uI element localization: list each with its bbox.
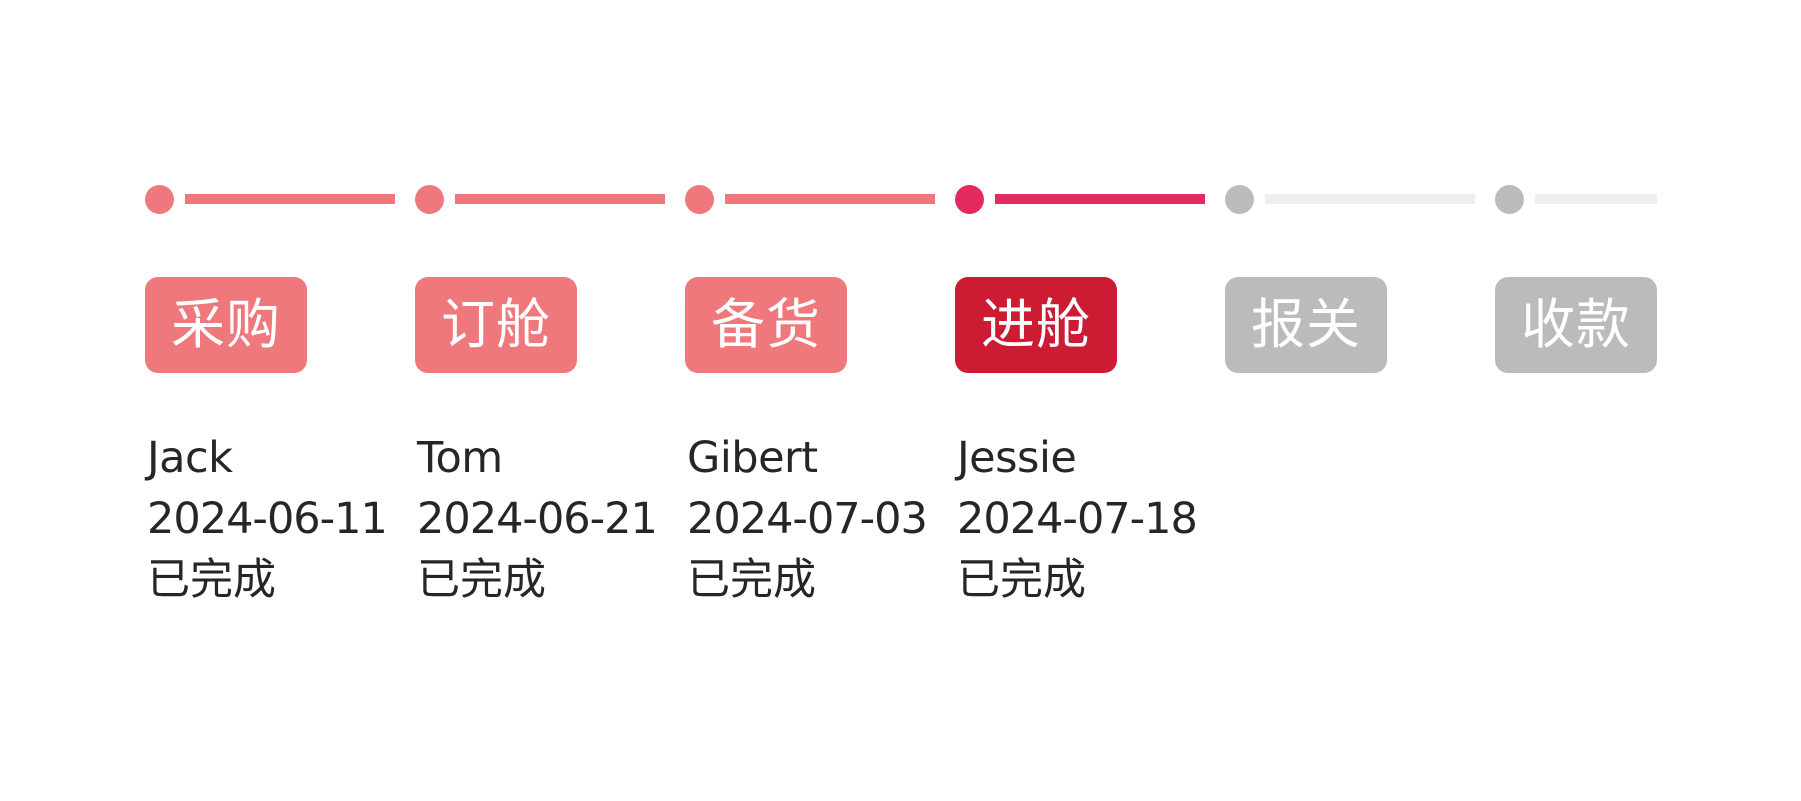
step-connector — [455, 194, 665, 204]
step-status-text: 已完成 — [957, 555, 1086, 605]
step-date: 2024-07-03 — [687, 494, 928, 544]
step-status-text: 已完成 — [417, 555, 546, 605]
step-assignee: Jessie — [957, 433, 1077, 483]
step-connector — [185, 194, 395, 204]
step-status-text: 已完成 — [147, 555, 276, 605]
step-payment: 收款 — [1495, 0, 1765, 801]
step-dot — [685, 185, 714, 214]
step-info: Jessie 2024-07-18 已完成 — [957, 428, 1198, 611]
step-assignee: Tom — [417, 433, 503, 483]
step-date: 2024-07-18 — [957, 494, 1198, 544]
step-badge-booking[interactable]: 订舱 — [415, 277, 577, 373]
step-info: Jack 2024-06-11 已完成 — [147, 428, 388, 611]
step-date: 2024-06-21 — [417, 494, 658, 544]
step-badge-warehouse-entry[interactable]: 进舱 — [955, 277, 1117, 373]
step-warehouse-entry: 进舱 Jessie 2024-07-18 已完成 — [955, 0, 1225, 801]
step-assignee: Gibert — [687, 433, 818, 483]
step-dot — [415, 185, 444, 214]
step-dot — [145, 185, 174, 214]
step-badge-customs[interactable]: 报关 — [1225, 277, 1387, 373]
step-date: 2024-06-11 — [147, 494, 388, 544]
step-connector — [1265, 194, 1475, 204]
step-connector — [725, 194, 935, 204]
step-dot — [955, 185, 984, 214]
step-stocking: 备货 Gibert 2024-07-03 已完成 — [685, 0, 955, 801]
step-customs: 报关 — [1225, 0, 1495, 801]
step-info: Gibert 2024-07-03 已完成 — [687, 428, 928, 611]
step-booking: 订舱 Tom 2024-06-21 已完成 — [415, 0, 685, 801]
step-assignee: Jack — [147, 433, 233, 483]
step-connector — [995, 194, 1205, 204]
step-badge-payment[interactable]: 收款 — [1495, 277, 1657, 373]
step-purchase: 采购 Jack 2024-06-11 已完成 — [145, 0, 415, 801]
step-status-text: 已完成 — [687, 555, 816, 605]
step-info: Tom 2024-06-21 已完成 — [417, 428, 658, 611]
step-dot — [1225, 185, 1254, 214]
step-connector — [1535, 194, 1657, 204]
step-badge-stocking[interactable]: 备货 — [685, 277, 847, 373]
step-dot — [1495, 185, 1524, 214]
step-badge-purchase[interactable]: 采购 — [145, 277, 307, 373]
